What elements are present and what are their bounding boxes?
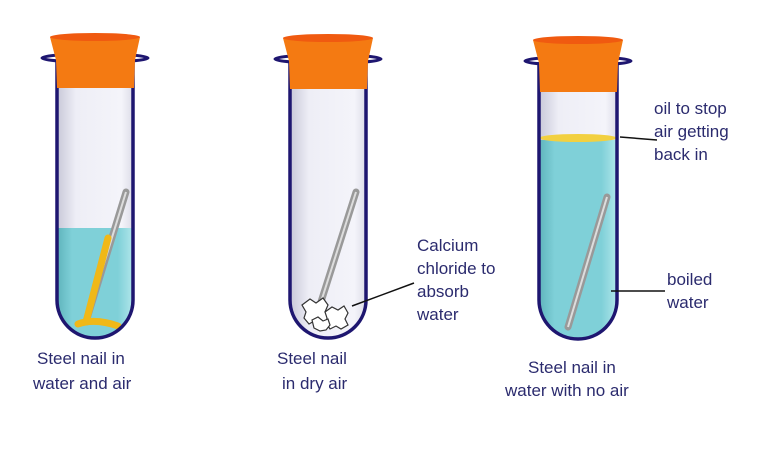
annotation-calcium-line-1: Calcium xyxy=(417,236,478,255)
caption-tube-1-line-1: Steel nail in xyxy=(37,349,125,368)
annotation-calcium-line-4: water xyxy=(416,305,459,324)
test-tube-2 xyxy=(273,34,415,340)
rust xyxy=(74,234,122,330)
caption-tube-3-line-1: Steel nail in xyxy=(528,358,616,377)
caption-tube-2-line-1: Steel nail xyxy=(277,349,347,368)
annotation-oil-line-2: air getting xyxy=(654,122,729,141)
water xyxy=(539,140,617,339)
stopper xyxy=(283,34,373,89)
annotation-calcium-line-3: absorb xyxy=(417,282,469,301)
test-tube-1 xyxy=(40,33,150,340)
caption-tube-3-line-2: water with no air xyxy=(504,381,629,400)
stopper xyxy=(533,36,623,92)
annotation-oil-line-3: back in xyxy=(654,145,708,164)
stopper xyxy=(50,33,140,88)
annotation-calcium-line-2: chloride to xyxy=(417,259,495,278)
annotation-water-line-1: boiled xyxy=(667,270,712,289)
annotation-water-line-2: water xyxy=(666,293,709,312)
caption-tube-2-line-2: in dry air xyxy=(282,374,348,393)
test-tube-3 xyxy=(523,36,665,341)
calcium-chloride-crystals xyxy=(301,297,349,332)
caption-tube-1-line-2: water and air xyxy=(32,374,132,393)
pointer-line xyxy=(351,282,415,307)
annotation-oil-line-1: oil to stop xyxy=(654,99,727,118)
oil-layer xyxy=(539,134,617,142)
pointer-line xyxy=(619,136,658,141)
